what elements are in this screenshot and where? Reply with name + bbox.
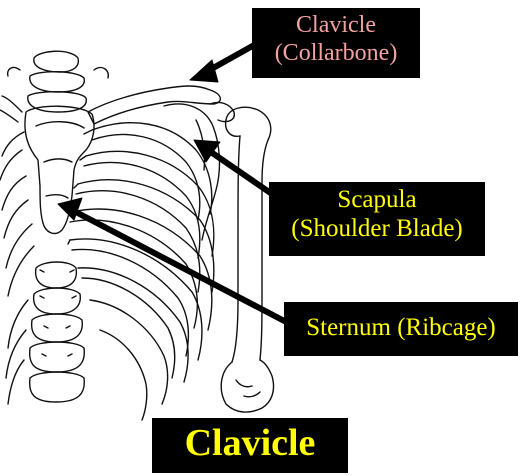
clavicle-label-line1: Clavicle bbox=[296, 12, 376, 38]
scapula-label: Scapula (Shoulder Blade) bbox=[269, 182, 485, 256]
sternum-label-text: Sternum (Ribcage) bbox=[306, 314, 496, 341]
clavicle-label: Clavicle (Collarbone) bbox=[252, 8, 420, 78]
pointer-arrows bbox=[57, 41, 293, 327]
ribs-drawing bbox=[0, 122, 215, 421]
scapula-label-line1: Scapula bbox=[337, 186, 417, 213]
spine-drawing bbox=[6, 50, 109, 403]
diagram-title: Clavicle bbox=[152, 418, 348, 473]
scapula-arrow bbox=[205, 147, 275, 197]
clavicle-label-line2: (Collarbone) bbox=[274, 39, 398, 66]
humerus-drawing bbox=[220, 106, 275, 413]
sternum-label: Sternum (Ribcage) bbox=[284, 302, 518, 356]
sternum-arrowhead bbox=[57, 197, 83, 221]
sternum-arrow bbox=[69, 207, 293, 327]
diagram-title-text: Clavicle bbox=[184, 422, 316, 464]
clavicle-arrowhead bbox=[189, 59, 219, 83]
clavicle-drawing bbox=[0, 85, 221, 125]
scapula-arrowhead bbox=[193, 139, 221, 163]
scapula-label-line2: (Shoulder Blade) bbox=[291, 214, 463, 242]
